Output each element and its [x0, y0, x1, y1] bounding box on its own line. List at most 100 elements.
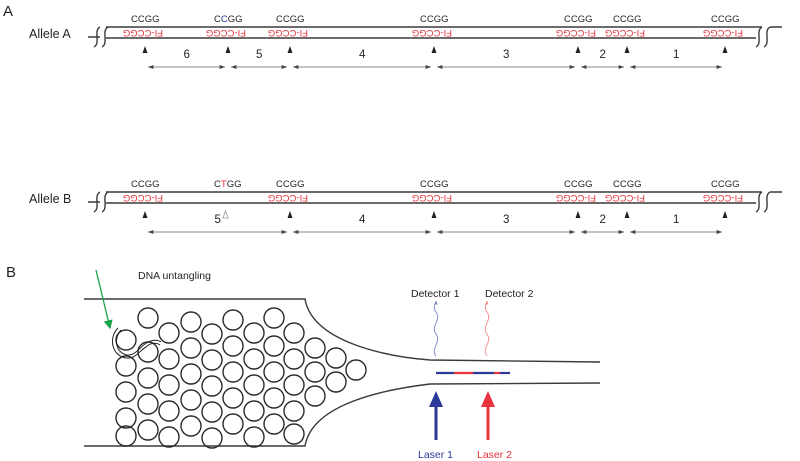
pillar-circle: [180, 389, 202, 411]
restriction-site-seq: CCGG: [276, 14, 305, 25]
restriction-site-seq: CCGG: [420, 179, 449, 190]
red-emission-wave-icon: [484, 300, 490, 357]
cut-site-marker-icon: [575, 211, 581, 218]
fluorescent-label: FI-CCGG: [123, 27, 163, 38]
pillar-circle: [137, 307, 159, 329]
pillar-circle: [283, 322, 305, 344]
pillar-circle: [222, 309, 244, 331]
detector-1-label: Detector 1: [411, 288, 460, 300]
pillar-circle: [263, 387, 285, 409]
dna-strand-inner: [115, 329, 162, 356]
panel-b-label: B: [6, 264, 16, 281]
fluorescent-label: FI-CCGG: [556, 27, 596, 38]
pillar-circle: [243, 374, 265, 396]
pillar-circle: [222, 335, 244, 357]
restriction-site-seq: CCGG: [276, 179, 305, 190]
restriction-site-seq: CTGG: [214, 179, 241, 190]
fluorescent-label: FI-CCGG: [605, 192, 645, 203]
pillar-circle: [263, 335, 285, 357]
pillar-circle: [158, 426, 180, 448]
fragment-number: 5: [215, 214, 221, 226]
restriction-site-seq: CCGG: [131, 179, 160, 190]
cut-site-marker-icon: [431, 46, 437, 53]
fluorescent-label: FI-CCGG: [412, 27, 452, 38]
allele-label: Allele B: [29, 192, 71, 206]
fluorescent-label: FI-CCGG: [268, 192, 308, 203]
pillar-circle: [263, 307, 285, 329]
fluorescent-label: FI-CCGG: [268, 27, 308, 38]
cut-site-marker-icon: [624, 211, 630, 218]
pillar-circle: [115, 355, 137, 377]
dna-untangling-label: DNA untangling: [138, 270, 211, 282]
pillar-circle: [283, 423, 305, 445]
pillar-circle: [201, 401, 223, 423]
cut-site-marker-icon: [287, 211, 293, 218]
pillar-circle: [243, 348, 265, 370]
fragment-number: 1: [673, 49, 679, 61]
restriction-site-seq: CCGG: [613, 14, 642, 25]
channel-bottom-wall: [84, 382, 601, 447]
pillar-circle: [180, 337, 202, 359]
fragment-number: 2: [600, 214, 606, 226]
restriction-site-seq: CCGG: [214, 14, 243, 25]
pillar-circle: [243, 426, 265, 448]
restriction-site-seq: CCGG: [420, 14, 449, 25]
pillar-circle: [158, 374, 180, 396]
cut-site-marker-icon: [624, 46, 630, 53]
cut-site-marker-icon: [575, 46, 581, 53]
pillar-circle: [325, 371, 347, 393]
green-arrow-icon: [95, 269, 113, 330]
fragment-number: 5: [256, 49, 262, 61]
pillar-circle: [180, 311, 202, 333]
fragment-number: 4: [359, 214, 366, 226]
fragment-number: 2: [600, 49, 606, 61]
pillar-circle: [304, 385, 326, 407]
pillar-circle: [263, 361, 285, 383]
pillar-circle: [201, 427, 223, 449]
cut-site-marker-icon: [431, 211, 437, 218]
pillar-circle: [137, 419, 159, 441]
pillar-circle: [243, 400, 265, 422]
pillar-circle: [222, 387, 244, 409]
pillar-circle: [222, 361, 244, 383]
fluorescent-label: FI-CCGG: [703, 27, 743, 38]
pillar-circle: [201, 323, 223, 345]
left-break-icon: [88, 191, 109, 213]
dna-strand-outer: [111, 327, 161, 359]
pillar-circle: [283, 374, 305, 396]
laser-1-arrow-icon: [429, 391, 443, 440]
pillar-circle: [283, 400, 305, 422]
restriction-site-seq: CCGG: [613, 179, 642, 190]
laser-1-label: Laser 1: [418, 449, 453, 461]
pillar-circle: [115, 425, 137, 447]
fragment-number: 6: [184, 49, 190, 61]
pillar-circle: [180, 363, 202, 385]
pillar-circle: [325, 347, 347, 369]
allele-label: Allele A: [29, 27, 71, 41]
blue-emission-wave-icon: [433, 300, 439, 357]
pillar-circle: [201, 375, 223, 397]
uncut-site-marker-icon: [222, 209, 229, 219]
fluorescent-label: FI-CCGG: [703, 192, 743, 203]
restriction-site-seq: CCGG: [131, 14, 160, 25]
right-break-icon: [755, 191, 782, 213]
microfluidic-channel: [84, 298, 601, 449]
restriction-site-seq: CCGG: [564, 14, 593, 25]
detector-2-label: Detector 2: [485, 288, 534, 300]
fragment-number: 3: [503, 214, 509, 226]
cut-site-marker-icon: [142, 211, 148, 218]
pillar-circle: [180, 415, 202, 437]
cut-site-marker-icon: [722, 46, 728, 53]
pillar-circle: [158, 348, 180, 370]
restriction-site-seq: CCGG: [711, 14, 740, 25]
restriction-site-seq: CCGG: [564, 179, 593, 190]
right-break-icon: [755, 26, 782, 48]
cut-site-marker-icon: [225, 46, 231, 53]
laser-2-label: Laser 2: [477, 449, 512, 461]
pillar-circle: [263, 413, 285, 435]
pillar-circle: [137, 393, 159, 415]
pillar-circle: [137, 367, 159, 389]
pillar-circle: [158, 322, 180, 344]
fragment-number: 1: [673, 214, 679, 226]
